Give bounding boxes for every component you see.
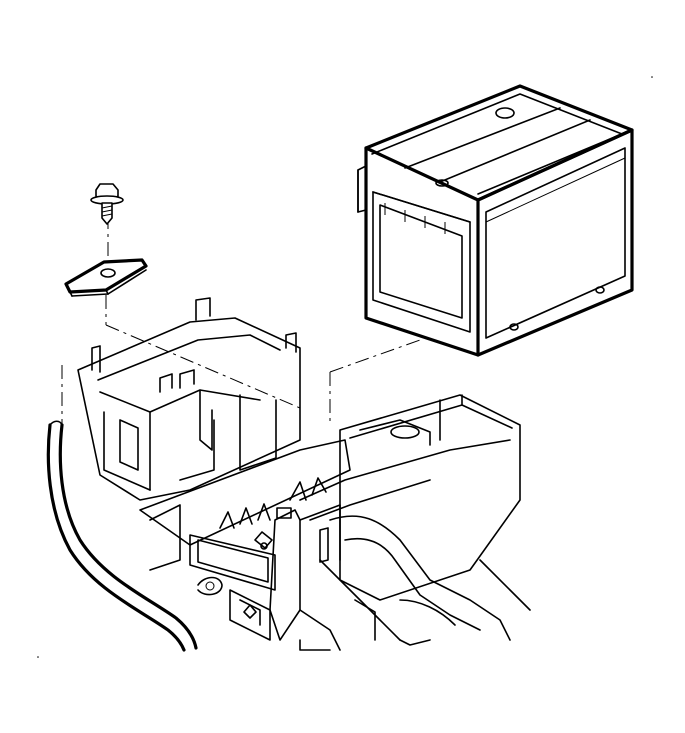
bolt: [90, 183, 124, 225]
speck: [651, 76, 653, 78]
drain-hose: [46, 420, 198, 652]
battery-tray: [77, 297, 531, 651]
hold-down-retainer: [64, 258, 148, 297]
speck: [37, 656, 39, 658]
battery: [357, 84, 634, 357]
